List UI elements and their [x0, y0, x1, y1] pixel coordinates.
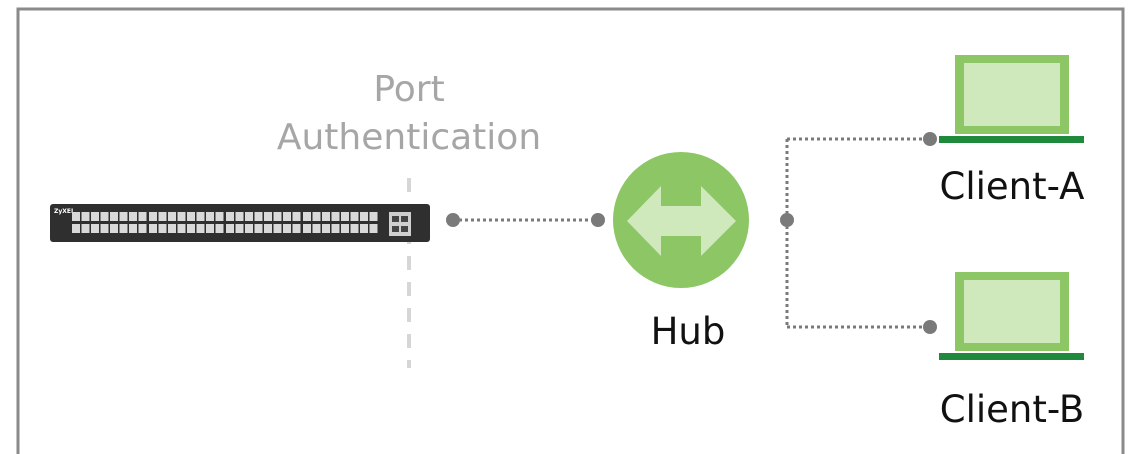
switch-port — [283, 224, 291, 233]
switch-port — [350, 224, 359, 233]
switch-port — [119, 224, 128, 233]
hub-client-links — [780, 132, 937, 334]
switch-port — [177, 224, 186, 233]
port-auth-label-line1: Port — [373, 69, 444, 110]
switch-hub-link — [446, 213, 605, 227]
switch-port — [158, 224, 167, 233]
switch-port — [341, 212, 349, 221]
switch-port — [254, 224, 263, 233]
hub-icon — [613, 152, 749, 288]
switch-port — [264, 212, 272, 221]
switch-port — [158, 212, 167, 221]
switch-port — [245, 224, 253, 233]
client-b-label: Client-B — [940, 388, 1085, 431]
switch-port — [254, 212, 263, 221]
switch-port — [168, 224, 176, 233]
switch-port — [215, 212, 224, 221]
switch-port — [206, 212, 214, 221]
switch-port — [273, 224, 282, 233]
switch-icon: ZyXEL — [50, 204, 430, 242]
switch-port — [187, 224, 195, 233]
switch-port — [322, 212, 330, 221]
switch-port — [312, 224, 321, 233]
switch-port — [129, 224, 137, 233]
switch-port — [100, 224, 109, 233]
switch-port — [360, 224, 368, 233]
diagram-frame — [16, 7, 1125, 454]
switch-port — [235, 224, 244, 233]
switch-port — [350, 212, 359, 221]
switch-port — [91, 212, 99, 221]
switch-port — [100, 212, 109, 221]
switch-port — [187, 212, 195, 221]
switch-port — [129, 212, 137, 221]
switch-port — [81, 212, 90, 221]
switch-port — [360, 212, 368, 221]
port-auth-label-line2: Authentication — [277, 117, 541, 158]
switch-port — [264, 224, 272, 233]
switch-port — [196, 224, 205, 233]
switch-port — [138, 212, 147, 221]
switch-port — [149, 224, 157, 233]
switch-port — [72, 224, 80, 233]
switch-port — [331, 212, 340, 221]
laptop-icon — [939, 55, 1084, 143]
switch-port — [331, 224, 340, 233]
switch-port — [292, 212, 301, 221]
switch-port — [283, 212, 291, 221]
switch-port — [119, 212, 128, 221]
switch-port — [245, 212, 253, 221]
switch-port — [369, 224, 378, 233]
switch-port — [72, 212, 80, 221]
switch-port — [138, 224, 147, 233]
switch-port — [303, 212, 311, 221]
switch-port — [273, 212, 282, 221]
switch-port — [303, 224, 311, 233]
switch-port — [226, 224, 234, 233]
client-a-label: Client-A — [940, 165, 1085, 208]
switch-port — [177, 212, 186, 221]
switch-port-grid — [72, 212, 378, 233]
switch-port — [206, 224, 214, 233]
switch-brand: ZyXEL — [54, 208, 75, 215]
switch-port — [149, 212, 157, 221]
switch-port — [81, 224, 90, 233]
switch-port — [215, 224, 224, 233]
hub-label: Hub — [651, 310, 726, 353]
switch-port — [168, 212, 176, 221]
switch-port — [341, 224, 349, 233]
laptop-icon — [939, 272, 1084, 360]
switch-port — [235, 212, 244, 221]
switch-port — [369, 212, 378, 221]
switch-port — [110, 224, 118, 233]
switch-port — [322, 224, 330, 233]
switch-port — [292, 224, 301, 233]
switch-port — [110, 212, 118, 221]
switch-port — [312, 212, 321, 221]
switch-port — [226, 212, 234, 221]
switch-port — [91, 224, 99, 233]
switch-port — [196, 212, 205, 221]
